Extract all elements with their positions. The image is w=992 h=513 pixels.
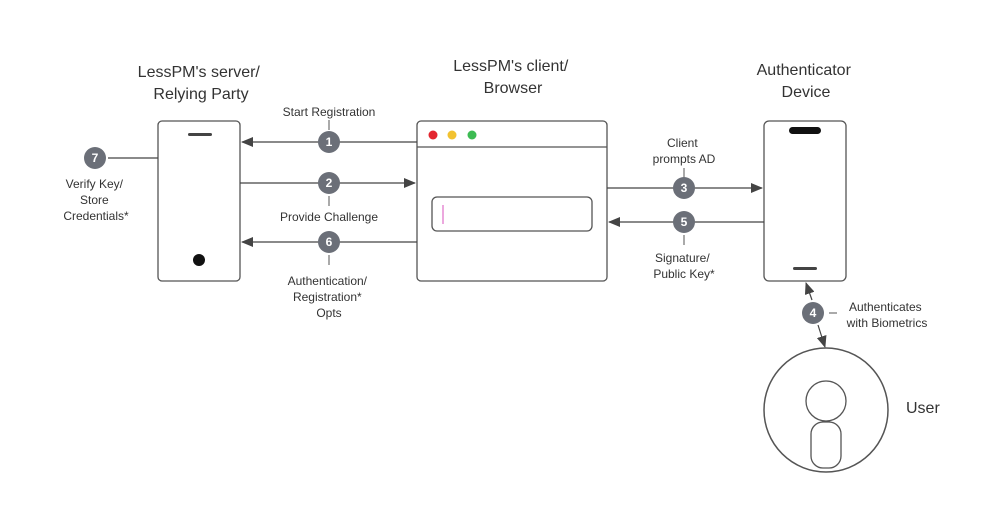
step-2-badge: 2: [318, 172, 340, 194]
svg-text:7: 7: [92, 151, 99, 165]
step-4-label: Authenticates with Biometrics: [846, 300, 928, 330]
svg-text:2: 2: [326, 176, 333, 190]
step-7-badge: 7: [84, 147, 106, 169]
close-dot-icon: [428, 130, 438, 140]
step-1-badge: 1: [318, 131, 340, 153]
user-head-icon: [805, 380, 847, 422]
browser-window: [416, 120, 608, 282]
arrow-biometrics-down: [816, 324, 827, 348]
server-phone: [157, 120, 241, 282]
step-2-label: Provide Challenge: [280, 210, 378, 224]
svg-text:5: 5: [681, 215, 688, 229]
step-5-badge: 5: [673, 211, 695, 233]
user-body-icon: [810, 421, 842, 469]
step-4-badge: 4: [802, 302, 824, 324]
server-title: LessPM's server/ Relying Party: [138, 64, 265, 103]
authenticator-phone: [763, 120, 847, 282]
speaker-slot: [188, 133, 212, 136]
step-1-label: Start Registration: [283, 105, 376, 119]
svg-text:1: 1: [326, 135, 333, 149]
svg-text:4: 4: [810, 306, 817, 320]
arrow-biometrics-up: [804, 282, 815, 301]
browser-input-box: [431, 196, 593, 232]
step-6-label: Authentication/ Registration* Opts: [288, 274, 371, 320]
authenticator-title: Authenticator Device: [757, 62, 856, 101]
user-title: User: [906, 400, 940, 417]
user-figure: [763, 347, 889, 473]
step-3-label: Client prompts AD: [653, 136, 716, 166]
camera-notch: [789, 127, 821, 134]
svg-text:6: 6: [326, 235, 333, 249]
client-title: LessPM's client/ Browser: [453, 58, 573, 97]
home-button: [193, 254, 205, 266]
minimize-dot-icon: [447, 130, 457, 140]
svg-text:3: 3: [681, 181, 688, 195]
home-indicator: [793, 267, 817, 270]
maximize-dot-icon: [467, 130, 477, 140]
step-7-label: Verify Key/ Store Credentials*: [63, 177, 129, 223]
step-3-badge: 3: [673, 177, 695, 199]
step-5-label: Signature/ Public Key*: [653, 251, 715, 281]
step-6-badge: 6: [318, 231, 340, 253]
